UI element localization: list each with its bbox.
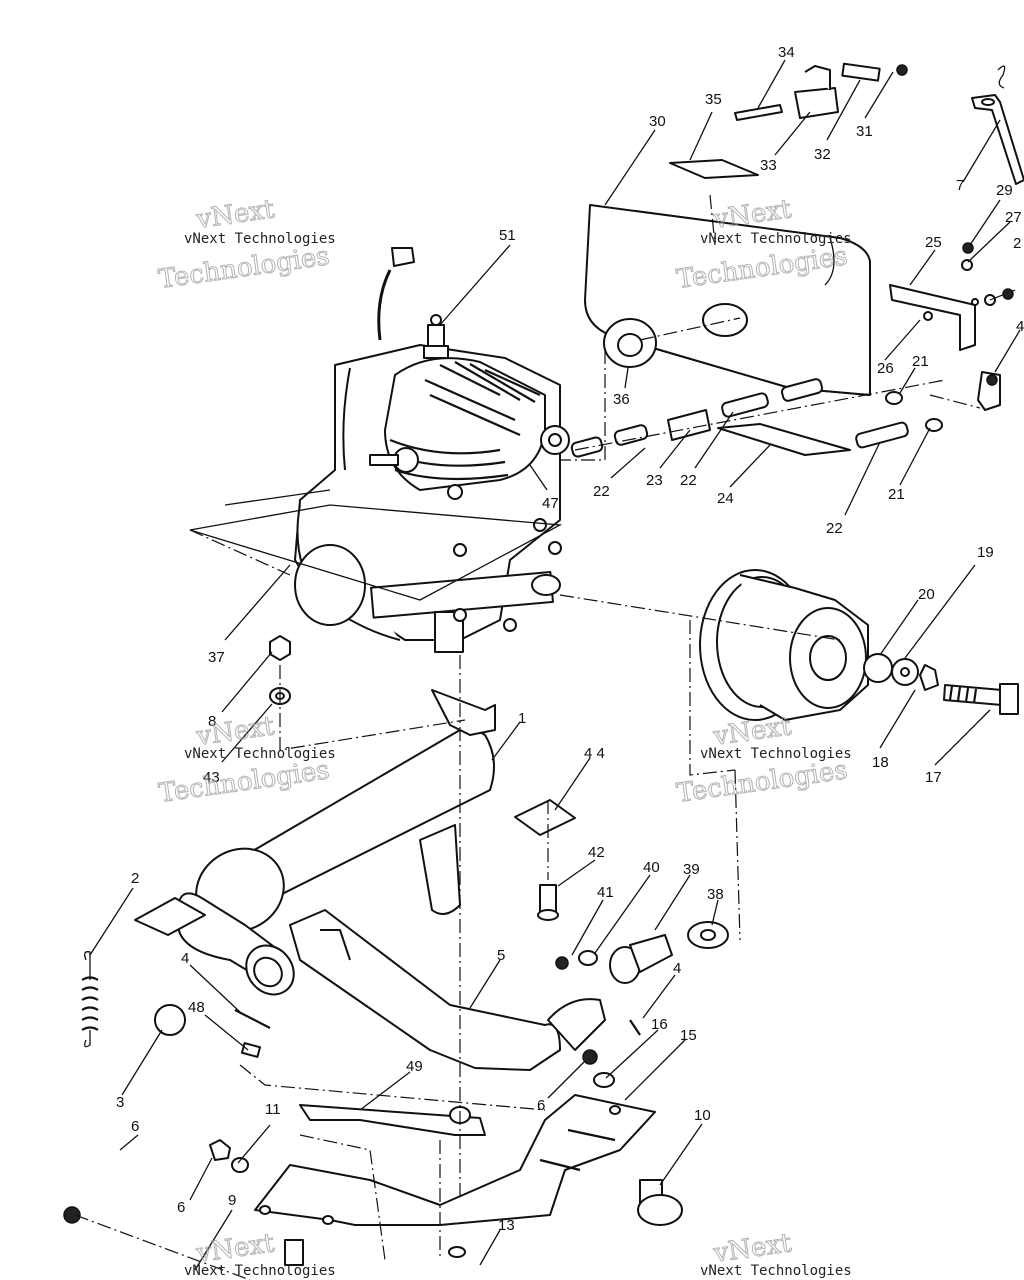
- svg-text:vNext Technologies: vNext Technologies: [700, 746, 852, 762]
- callout-9: 9: [228, 1192, 236, 1209]
- spark-plug-and-wire: [377, 247, 449, 359]
- bolt-and-washers: [537, 884, 598, 970]
- callout-16: 16: [651, 1016, 668, 1033]
- callout-40: 40: [643, 859, 660, 876]
- callout-8: 8: [208, 713, 216, 730]
- callout-19: 19: [977, 544, 994, 561]
- callout-42: 42: [588, 844, 605, 861]
- fuel-line-parts: [570, 378, 943, 458]
- callout-34: 34: [778, 44, 795, 61]
- svg-text:vNext Technologies: vNext Technologies: [184, 231, 336, 247]
- callout-leaders: [89, 59, 1021, 1271]
- callout-29: 29: [996, 182, 1013, 199]
- callout-26: 26: [877, 360, 894, 377]
- exhaust-springs: [81, 951, 641, 1048]
- callout-6: 6: [177, 1199, 185, 1216]
- engine-bolts: [447, 484, 562, 632]
- callout-30: 30: [649, 113, 666, 130]
- svg-text:vNext Technologies: vNext Technologies: [184, 1263, 336, 1279]
- callout-21: 21: [912, 353, 929, 370]
- callout-38: 38: [707, 886, 724, 903]
- callout-39: 39: [683, 861, 700, 878]
- callout-13: 13: [498, 1217, 515, 1234]
- callout-28: 2: [1013, 235, 1021, 252]
- callout-4: 4: [1016, 318, 1024, 335]
- callout-41: 41: [597, 884, 614, 901]
- callout-48: 48: [188, 999, 205, 1016]
- callout-15: 15: [680, 1027, 697, 1044]
- callout-32: 32: [814, 146, 831, 163]
- callout-49: 49: [406, 1058, 423, 1075]
- watermark-top-left: vNext vNext Technologies Technologies: [156, 194, 336, 296]
- callout-22: 22: [593, 483, 610, 500]
- callout-22: 22: [680, 472, 697, 489]
- callout-33: 33: [760, 157, 777, 174]
- callout-47: 47: [542, 495, 559, 512]
- callout-36: 36: [613, 391, 630, 408]
- decal: [669, 159, 759, 179]
- watermark-bottom-left: vNext vNext Technologies: [184, 1228, 336, 1279]
- lower-nuts: [63, 1049, 615, 1266]
- svg-text:Technologies: Technologies: [675, 755, 850, 809]
- callout-22: 22: [826, 520, 843, 537]
- callout-6: 6: [131, 1118, 139, 1135]
- svg-text:vNext Technologies: vNext Technologies: [184, 746, 336, 762]
- callout-43: 43: [203, 769, 220, 786]
- callout-3: 3: [116, 1094, 124, 1111]
- spacer-plate: [514, 799, 576, 836]
- callout-27: 27: [1005, 209, 1022, 226]
- callout-31: 31: [856, 123, 873, 140]
- callout-numbers: 1 2 3 4 4 4 5 6 6 6 7 8 9 10 11 13 15 16…: [116, 44, 1024, 1234]
- callout-44: 4 4: [584, 745, 605, 762]
- ignition-coil-assembly: [734, 62, 908, 121]
- callout-21: 21: [888, 486, 905, 503]
- rubber-mount: [637, 1179, 683, 1226]
- callout-20: 20: [918, 586, 935, 603]
- callout-35: 35: [705, 91, 722, 108]
- callout-24: 24: [717, 490, 734, 507]
- drive-clutch: [699, 569, 1019, 721]
- callout-51: 51: [499, 227, 516, 244]
- mount-bracket: [889, 284, 979, 351]
- watermark-bottom-right: vNext vNext Technologies: [700, 1228, 852, 1279]
- callout-11: 11: [265, 1101, 281, 1118]
- heat-shield-plate: [134, 897, 206, 936]
- callout-1: 1: [518, 710, 526, 727]
- linkage-arm: [971, 94, 1024, 185]
- callout-7: 7: [956, 177, 964, 194]
- svg-text:Technologies: Technologies: [157, 241, 332, 295]
- assembly-center-lines: [74, 194, 1016, 1280]
- callout-18: 18: [872, 754, 889, 771]
- muffler-mount-bracket: [299, 1104, 486, 1136]
- callout-23: 23: [646, 472, 663, 489]
- svg-text:vNext: vNext: [711, 194, 794, 235]
- engine-mount-plate: [189, 504, 563, 601]
- watermark-middle-left: vNext vNext Technologies Technologies: [156, 711, 336, 810]
- rubber-grommet-ball: [154, 1004, 186, 1036]
- watermark-middle-right: vNext vNext Technologies Technologies: [674, 711, 852, 810]
- callout-4: 4: [673, 960, 681, 977]
- carburetor: [369, 425, 570, 473]
- callout-5: 5: [497, 947, 505, 964]
- grommet: [603, 318, 657, 368]
- callout-25: 25: [925, 234, 942, 251]
- svg-text:vNext: vNext: [194, 194, 277, 235]
- callout-37: 37: [208, 649, 225, 666]
- exhaust-pipe: [289, 909, 729, 1071]
- engine-mount-frame: [254, 1094, 656, 1226]
- callout-10: 10: [694, 1107, 711, 1124]
- callout-2: 2: [131, 870, 139, 887]
- svg-text:Technologies: Technologies: [157, 755, 332, 809]
- callout-4: 4: [181, 950, 189, 967]
- callout-6: 6: [537, 1097, 545, 1114]
- svg-text:vNext Technologies: vNext Technologies: [700, 1263, 852, 1279]
- callout-17: 17: [925, 769, 942, 786]
- svg-text:vNext Technologies: vNext Technologies: [700, 231, 852, 247]
